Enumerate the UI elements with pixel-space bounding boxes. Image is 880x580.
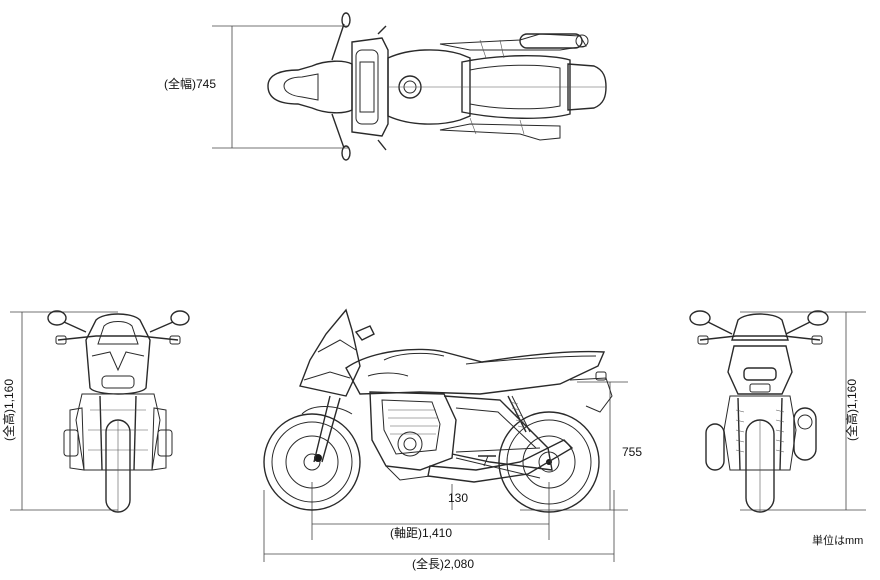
width-dimension-label: (全幅)745 <box>164 77 217 91</box>
rear-view <box>689 310 866 513</box>
height-rear-dimension-label: (全高)1,160 <box>845 378 859 442</box>
front-view <box>10 310 190 513</box>
ground-clearance-dimension-label: 130 <box>448 491 469 505</box>
overall-length-dimension-label: (全長)2,080 <box>412 557 475 571</box>
wheelbase-dimension-label: (軸距)1,410 <box>390 526 453 540</box>
seat-height-dimension-label: 755 <box>622 445 643 459</box>
side-view <box>263 308 628 562</box>
unit-note: 単位はmm <box>812 535 864 547</box>
height-front-dimension-label: (全高)1,160 <box>2 378 16 442</box>
top-view <box>212 12 607 161</box>
